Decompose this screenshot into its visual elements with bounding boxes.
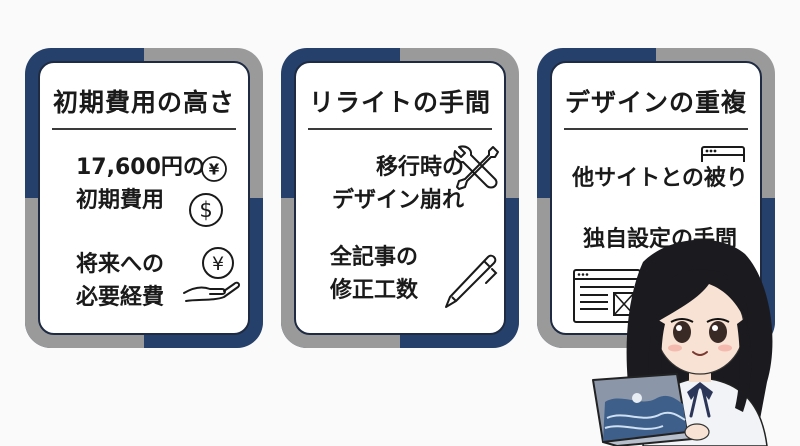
item-line: 移行時の	[375, 155, 464, 180]
hand-holding-yen-icon: ¥	[183, 247, 241, 302]
pen-icon	[445, 254, 498, 308]
item-line: デザイン崩れ	[331, 188, 464, 213]
card-title: リライトの手間	[308, 88, 491, 117]
card-panel: 初期費用の高さ 17,600円の 初期費用 ¥ $ 将来への 必要経費 ¥	[38, 61, 250, 335]
wrench-screwdriver-icon	[453, 145, 499, 190]
item-line: 全記事の	[330, 245, 419, 270]
girl-with-laptop-illustration	[592, 239, 773, 446]
item-line: 将来への	[76, 252, 165, 277]
item-initial-fee: 17,600円の 初期費用	[76, 151, 205, 217]
dollar-coin-icon: $	[189, 193, 223, 227]
yen-symbol: ¥	[209, 161, 220, 179]
item-line: 17,600円の	[76, 155, 205, 180]
card-initial-cost: 初期費用の高さ 17,600円の 初期費用 ¥ $ 将来への 必要経費 ¥	[25, 48, 263, 348]
card-title: 初期費用の高さ	[52, 88, 235, 117]
card-panel: リライトの手間 移行時の デザイン崩れ 全記事の 修正工数	[294, 61, 506, 335]
divider	[308, 128, 492, 130]
item-design-break: 移行時の デザイン崩れ	[326, 151, 464, 217]
divider	[564, 128, 748, 130]
yen-symbol: ¥	[212, 253, 224, 275]
dollar-symbol: $	[199, 198, 212, 222]
item-line: 初期費用	[76, 188, 165, 213]
item-overlap-other-sites: 他サイトとの被り	[560, 162, 760, 195]
card-title: デザインの重複	[564, 88, 747, 117]
item-future-expense: 将来への 必要経費	[76, 248, 164, 314]
item-line: 必要経費	[76, 285, 165, 310]
item-line: 他サイトとの被り	[572, 166, 748, 191]
item-fix-count: 全記事の 修正工数	[330, 241, 418, 307]
item-line: 修正工数	[330, 278, 419, 303]
yen-coin-icon: ¥	[201, 156, 227, 182]
divider	[52, 128, 236, 130]
card-rewrite-effort: リライトの手間 移行時の デザイン崩れ 全記事の 修正工数	[281, 48, 519, 348]
